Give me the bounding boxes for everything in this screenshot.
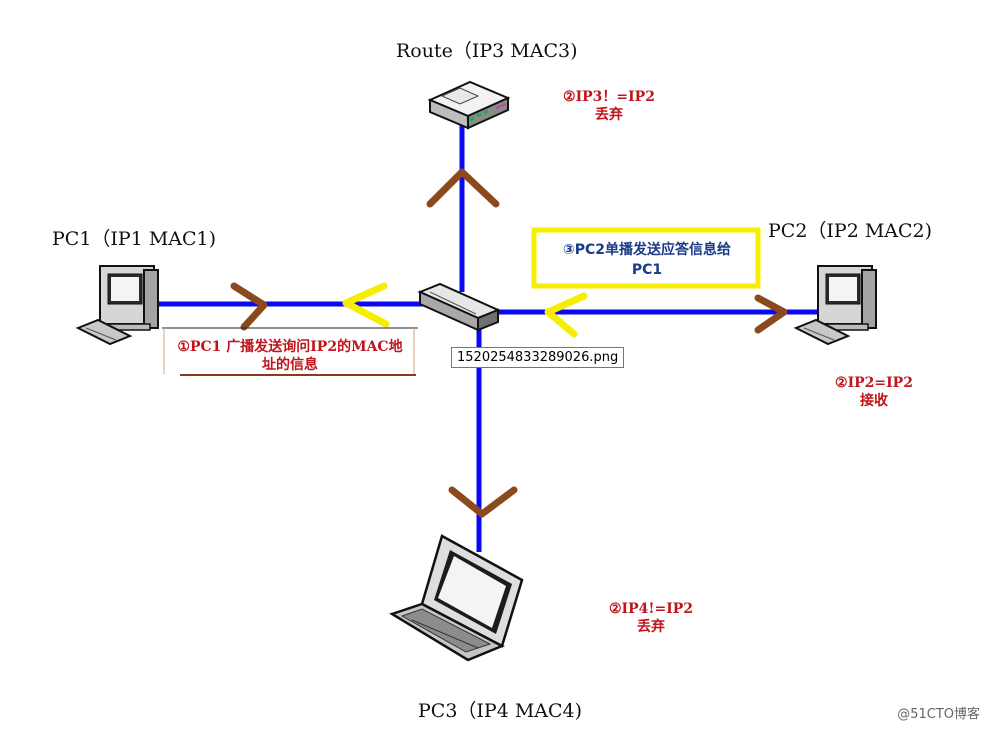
router-label: Route（IP3 MAC3) xyxy=(396,40,578,62)
network-links xyxy=(158,120,820,552)
broadcast-note-line1: ①PC1 广播发送询问IP2的MAC地 xyxy=(177,339,403,355)
broadcast-note: ①PC1 广播发送询问IP2的MAC地 址的信息 xyxy=(166,338,414,374)
broadcast-arrow-to-pc2 xyxy=(754,294,788,334)
pc1-label: PC1（IP1 MAC1) xyxy=(52,228,217,250)
reply-arrows xyxy=(342,282,588,338)
pc2-receive-note-line1: ②IP2=IP2 xyxy=(835,375,913,391)
pc3-discard-note-line1: ②IP4!=IP2 xyxy=(608,601,694,617)
broadcast-arrow-to-router xyxy=(426,168,500,208)
pc3-label: PC3（IP4 MAC4) xyxy=(418,700,583,722)
router-icon xyxy=(427,80,511,130)
switch-icon xyxy=(417,282,501,332)
pc3-discard-note-line2: 丢弃 xyxy=(637,619,665,635)
reply-arrow-left xyxy=(342,282,390,328)
router-discard-note: ②IP3！=IP2 丢弃 xyxy=(556,88,662,124)
reply-box xyxy=(531,227,761,289)
desktop-pc-icon-pc1 xyxy=(75,265,159,346)
reply-note: ③PC2单播发送应答信息给 PC1 xyxy=(538,240,756,280)
pc2-receive-note-line2: 接收 xyxy=(860,393,888,409)
pc2-label: PC2（IP2 MAC2) xyxy=(768,220,933,242)
broadcast-arrows xyxy=(230,168,788,518)
router-discard-note-line1: ②IP3！=IP2 xyxy=(563,89,655,105)
broadcast-note-line2: 址的信息 xyxy=(262,357,318,373)
desktop-pc-icon-pc2 xyxy=(793,265,877,346)
router-discard-note-line2: 丢弃 xyxy=(595,107,623,123)
broadcast-arrow-to-pc1 xyxy=(230,282,268,331)
broadcast-arrow-to-pc3 xyxy=(448,486,518,518)
filename-tooltip: 1520254833289026.png xyxy=(451,347,625,368)
reply-note-line1: ③PC2单播发送应答信息给 xyxy=(562,242,732,258)
pc2-receive-note: ②IP2=IP2 接收 xyxy=(826,374,922,410)
pc3-discard-note: ②IP4!=IP2 丢弃 xyxy=(598,600,704,636)
watermark: @51CTO博客 xyxy=(897,707,980,722)
broadcast-note-frame xyxy=(162,327,418,376)
reply-note-line2: PC1 xyxy=(631,262,663,278)
laptop-icon-pc3 xyxy=(389,534,524,662)
reply-arrow-mid xyxy=(544,292,588,338)
